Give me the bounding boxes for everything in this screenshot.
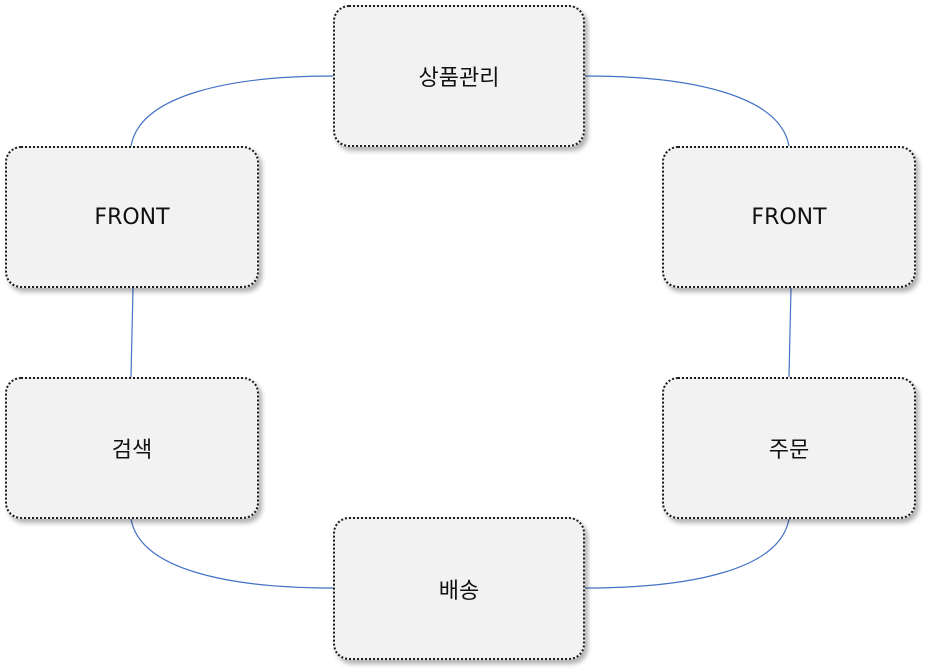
connector-top-to-left-front bbox=[130, 75, 334, 147]
node-label: FRONT bbox=[751, 204, 827, 230]
node-label: 상품관리 bbox=[418, 66, 500, 91]
node-front-left: FRONT bbox=[5, 146, 259, 288]
node-delivery: 배송 bbox=[333, 517, 585, 660]
node-label: 검색 bbox=[111, 438, 153, 463]
node-order: 주문 bbox=[662, 377, 916, 519]
node-label: 배송 bbox=[438, 578, 480, 604]
node-product-management: 상품관리 bbox=[333, 5, 585, 147]
connector-search-to-delivery bbox=[130, 518, 334, 589]
connector-top-to-right-front bbox=[584, 75, 790, 147]
node-search: 검색 bbox=[5, 377, 259, 519]
node-front-right: FRONT bbox=[662, 146, 916, 288]
node-label: FRONT bbox=[94, 204, 170, 230]
connector-order-to-delivery bbox=[584, 518, 790, 589]
connector-left-front-to-search bbox=[130, 287, 134, 378]
node-label: 주문 bbox=[768, 438, 810, 463]
connector-right-front-to-order bbox=[788, 287, 792, 378]
